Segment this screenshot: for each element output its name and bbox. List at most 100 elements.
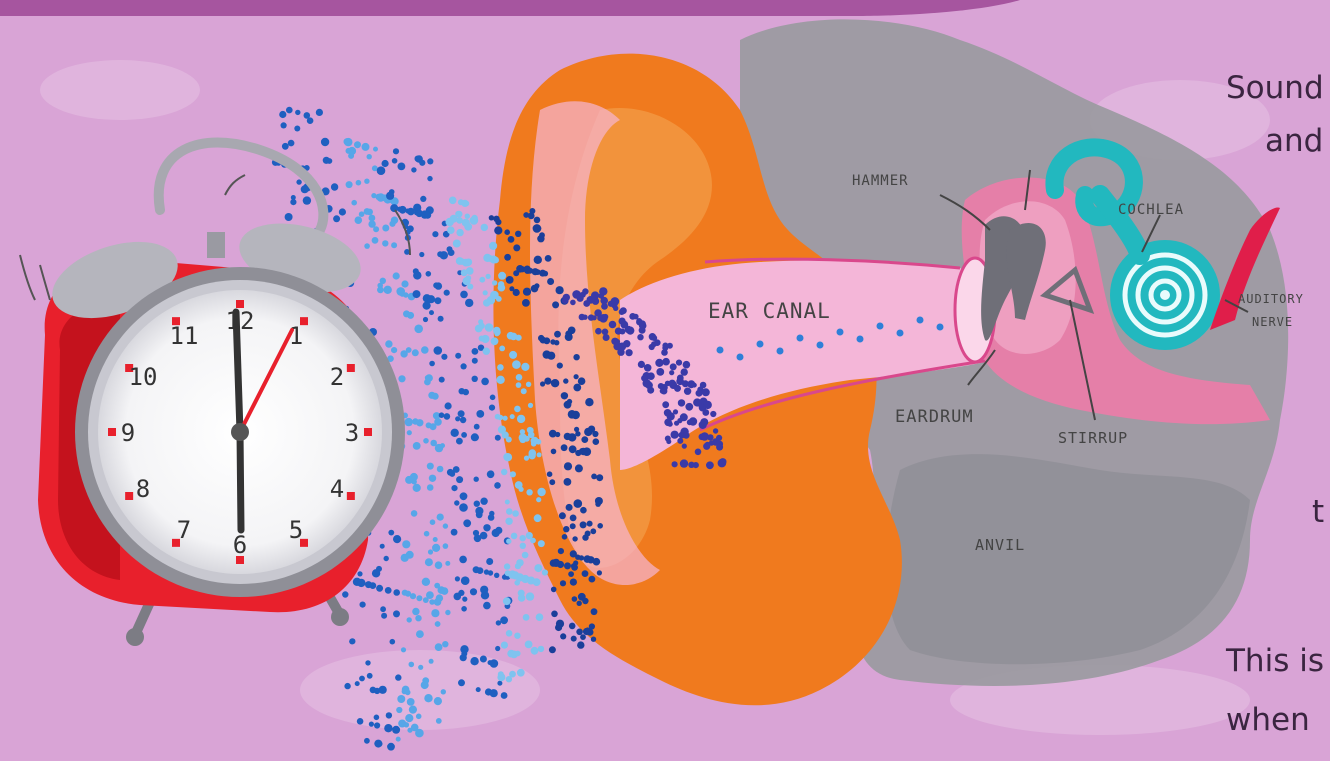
sound-dot bbox=[445, 610, 450, 615]
sound-dot bbox=[572, 411, 580, 419]
sound-dot bbox=[460, 291, 468, 299]
sound-dot bbox=[564, 478, 572, 486]
sound-dot bbox=[539, 232, 545, 238]
sound-dot bbox=[665, 436, 671, 442]
sound-dot bbox=[639, 322, 647, 330]
sound-dot bbox=[565, 333, 573, 341]
sound-dot bbox=[407, 617, 412, 622]
text-fragment-1: Sound bbox=[1226, 70, 1324, 106]
sound-dot bbox=[344, 138, 352, 146]
sound-dot bbox=[662, 401, 669, 408]
sound-dot bbox=[392, 158, 398, 164]
sound-dot bbox=[427, 463, 434, 470]
clock-number: 3 bbox=[345, 419, 359, 447]
sound-dot bbox=[505, 500, 510, 505]
sound-dot bbox=[563, 378, 568, 383]
sound-dot bbox=[455, 353, 461, 359]
sound-dot bbox=[405, 714, 413, 722]
sound-dot bbox=[461, 606, 467, 612]
sound-dot bbox=[533, 578, 541, 586]
clock-number: 4 bbox=[330, 475, 344, 503]
label-cochlea: COCHLEA bbox=[1118, 202, 1184, 218]
sound-dot bbox=[534, 217, 541, 224]
sound-dot bbox=[576, 629, 583, 636]
sound-dot bbox=[514, 633, 520, 639]
sound-dot bbox=[389, 221, 395, 227]
sound-dot bbox=[537, 488, 545, 496]
sound-dot bbox=[384, 556, 389, 561]
sound-dot bbox=[432, 231, 438, 237]
sound-dot bbox=[591, 637, 596, 642]
sound-dot bbox=[364, 738, 370, 744]
sound-dot bbox=[506, 630, 513, 637]
sound-dot bbox=[549, 479, 555, 485]
sound-dot bbox=[536, 439, 542, 445]
sound-dot bbox=[716, 435, 722, 441]
sound-dot bbox=[593, 438, 600, 445]
sound-dot bbox=[413, 442, 421, 450]
sound-dot bbox=[568, 327, 576, 335]
text-fragment-3: t bbox=[1312, 494, 1324, 530]
sound-dot bbox=[437, 251, 443, 257]
sound-dot bbox=[554, 340, 559, 345]
sound-dot bbox=[647, 372, 655, 380]
clock-tick bbox=[347, 492, 355, 500]
sound-dot bbox=[510, 471, 516, 477]
sound-dot bbox=[528, 403, 533, 408]
sound-dot bbox=[362, 143, 370, 151]
sound-dot bbox=[595, 328, 602, 335]
sound-dot bbox=[490, 689, 498, 697]
sound-dot bbox=[570, 515, 577, 522]
sound-dot bbox=[437, 514, 444, 521]
sound-dot bbox=[427, 158, 433, 164]
sound-dot bbox=[584, 428, 592, 436]
sound-dot bbox=[504, 453, 512, 461]
sound-dot bbox=[396, 737, 401, 742]
clock-number: 5 bbox=[289, 516, 303, 544]
sound-dot bbox=[460, 492, 468, 500]
sound-dot bbox=[296, 179, 301, 184]
sound-dot bbox=[516, 374, 523, 381]
sound-dot bbox=[359, 211, 365, 217]
sound-dot bbox=[543, 350, 551, 358]
sound-dot bbox=[437, 466, 444, 473]
sound-dot bbox=[574, 374, 579, 379]
sound-dot bbox=[701, 433, 709, 441]
sound-dot bbox=[560, 580, 566, 586]
sound-dot bbox=[423, 597, 429, 603]
sound-dot bbox=[495, 527, 502, 534]
sound-dot bbox=[513, 270, 519, 276]
sound-dot bbox=[580, 507, 587, 514]
sound-dot bbox=[456, 476, 463, 483]
text-fragment-5: when bbox=[1226, 702, 1310, 738]
sound-dot bbox=[425, 558, 433, 566]
sound-dot bbox=[689, 417, 697, 425]
sound-dot bbox=[382, 240, 388, 246]
sound-dot bbox=[492, 257, 499, 264]
sound-dot bbox=[401, 280, 408, 287]
sound-dot bbox=[504, 229, 510, 235]
sound-dot bbox=[342, 591, 348, 597]
sound-dot bbox=[504, 254, 511, 261]
sound-dot bbox=[413, 271, 421, 279]
sound-dot bbox=[582, 315, 587, 320]
sound-dot bbox=[591, 291, 599, 299]
clock-number: 10 bbox=[129, 363, 158, 391]
sound-dot bbox=[566, 504, 573, 511]
sound-dot bbox=[453, 240, 461, 248]
sound-dot bbox=[897, 330, 904, 337]
sound-dot bbox=[655, 359, 663, 367]
sound-dot bbox=[693, 462, 699, 468]
sound-dot bbox=[490, 395, 496, 401]
sound-dot bbox=[551, 611, 558, 618]
sound-dot bbox=[422, 578, 430, 586]
sound-dot bbox=[598, 293, 604, 299]
sound-dot bbox=[489, 215, 494, 220]
sound-dot bbox=[542, 569, 548, 575]
sound-dot bbox=[495, 435, 501, 441]
clock-tick bbox=[364, 428, 372, 436]
sound-dot bbox=[445, 561, 450, 566]
sound-dot bbox=[498, 415, 504, 421]
sound-dot bbox=[443, 523, 448, 528]
sound-dot bbox=[591, 474, 597, 480]
